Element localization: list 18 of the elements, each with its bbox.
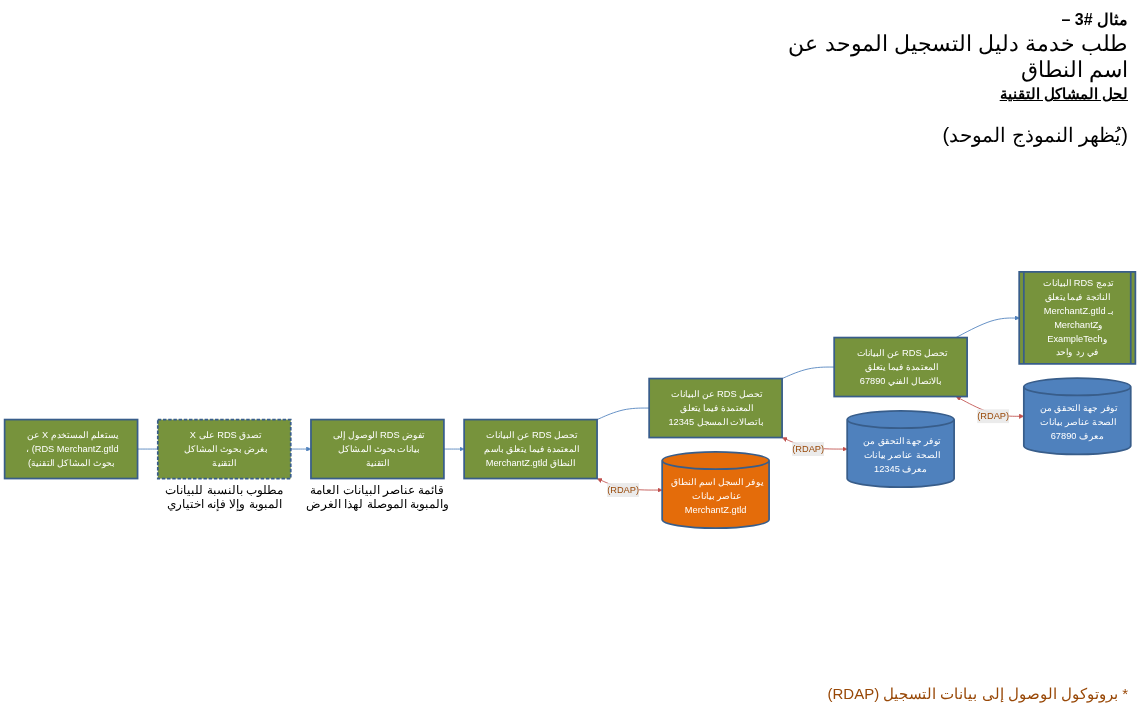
connector xyxy=(781,366,835,380)
node-box: تحصل RDS عن البيانات المعتمدة فيما يتعلق باتصالات المسجل 12345 xyxy=(648,377,783,439)
node-box: تحصل RDS عن البيانات المعتمدة فيما يتعلق بالاتصال الفني 67890 xyxy=(833,336,968,398)
edge-label: (RDAP) xyxy=(607,484,640,495)
title: مثال #3 – xyxy=(1060,10,1128,29)
footnote: * بروتوكول الوصول إلى بيانات التسجيل (RDAP) xyxy=(827,685,1128,703)
edge-label: (RDAP) xyxy=(792,443,825,454)
node-box: تفوض RDS الوصول إلى بيانات بحوث المشاكل التقنية xyxy=(310,418,445,480)
node-box: تحصل RDS عن البيانات المعتمدة فيما يتعلق باسم النطاق MerchantZ.gtld xyxy=(463,418,598,480)
note: (يُظهر النموذج الموحد) xyxy=(941,123,1128,147)
node-box: تصدق RDS على X بغرض بحوث المشاكل التقنية xyxy=(156,418,292,480)
subtitle: طلب خدمة دليل التسجيل الموحد عن اسم النطاق xyxy=(787,31,1128,83)
node-caption: قائمة عناصر البيانات العامة والمبوبة الموصلة لهذا الغرض xyxy=(304,482,450,511)
note: لحل المشاكل التقنية xyxy=(998,85,1128,103)
node-caption: مطلوب بالنسبة للبيانات المبوبة وإلا فإنه اختياري xyxy=(164,482,285,511)
connector xyxy=(596,407,650,421)
edge-label: (RDAP) xyxy=(977,411,1010,421)
node-box: يستعلم المستخدم X عن RDS MerchantZ.gtld) ، بحوث المشاكل التقنية) xyxy=(3,418,139,480)
